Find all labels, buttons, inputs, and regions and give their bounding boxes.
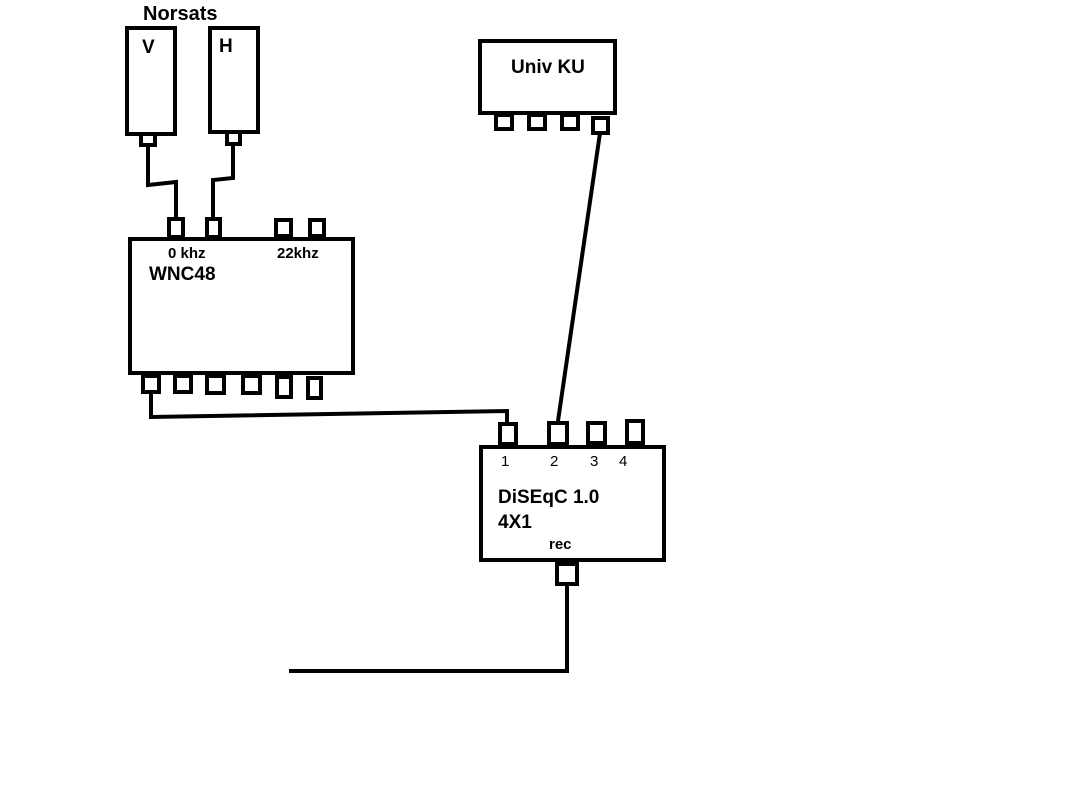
univ-ku-port-1 bbox=[494, 113, 514, 131]
wire-h-to-wnc48 bbox=[211, 144, 235, 219]
lnb-v-label: V bbox=[142, 37, 155, 58]
wire-univku-to-diseqc-2 bbox=[556, 132, 602, 422]
diseqc-rec-label: rec bbox=[549, 536, 572, 553]
univ-ku-port-2 bbox=[527, 113, 547, 131]
norsats-title: Norsats bbox=[143, 3, 217, 25]
wnc48-output-port-1 bbox=[141, 374, 161, 394]
wnc48-22khz-label: 22khz bbox=[277, 245, 319, 262]
diseqc-input-port-4 bbox=[625, 419, 645, 445]
wnc48-0khz-label: 0 khz bbox=[168, 245, 206, 262]
diseqc-input-port-2 bbox=[547, 421, 569, 446]
lnb-v-output-port bbox=[139, 132, 157, 147]
univ-ku-label: Univ KU bbox=[511, 57, 585, 78]
univ-ku-port-4 bbox=[591, 116, 610, 135]
diseqc-switch bbox=[479, 445, 666, 562]
wnc48-output-port-2 bbox=[173, 374, 193, 394]
wnc48-output-port-3 bbox=[205, 374, 226, 395]
wnc48-input-port-4 bbox=[308, 218, 326, 238]
univ-ku-port-3 bbox=[560, 113, 580, 131]
wire-diseqc-rec-to-receiver bbox=[289, 584, 569, 673]
wnc48-input-port-3 bbox=[274, 218, 293, 238]
diseqc-input-port-3 bbox=[586, 421, 607, 445]
diseqc-port-label-4: 4 bbox=[619, 453, 627, 470]
diseqc-type-label: 4X1 bbox=[498, 512, 532, 533]
diseqc-port-label-3: 3 bbox=[590, 453, 598, 470]
diseqc-rec-output-port bbox=[555, 562, 579, 586]
wnc48-label: WNC48 bbox=[149, 264, 216, 285]
diseqc-port-label-1: 1 bbox=[501, 453, 509, 470]
wnc48-input-port-2 bbox=[205, 217, 222, 239]
wnc48-output-port-4 bbox=[241, 374, 262, 395]
lnb-h bbox=[208, 26, 260, 134]
wire-v-to-wnc48 bbox=[146, 144, 178, 219]
diseqc-port-label-2: 2 bbox=[550, 453, 558, 470]
wnc48-output-port-6 bbox=[306, 376, 323, 400]
wnc48-switch bbox=[128, 237, 355, 375]
diseqc-model-label: DiSEqC 1.0 bbox=[498, 487, 599, 508]
diseqc-input-port-1 bbox=[498, 422, 518, 446]
univ-ku-lnb bbox=[478, 39, 617, 115]
lnb-h-output-port bbox=[225, 130, 242, 146]
lnb-h-label: H bbox=[219, 36, 233, 57]
wnc48-output-port-5 bbox=[275, 375, 293, 399]
wire-wnc48-to-diseqc-1 bbox=[149, 392, 509, 423]
wnc48-input-port-1 bbox=[167, 217, 185, 239]
